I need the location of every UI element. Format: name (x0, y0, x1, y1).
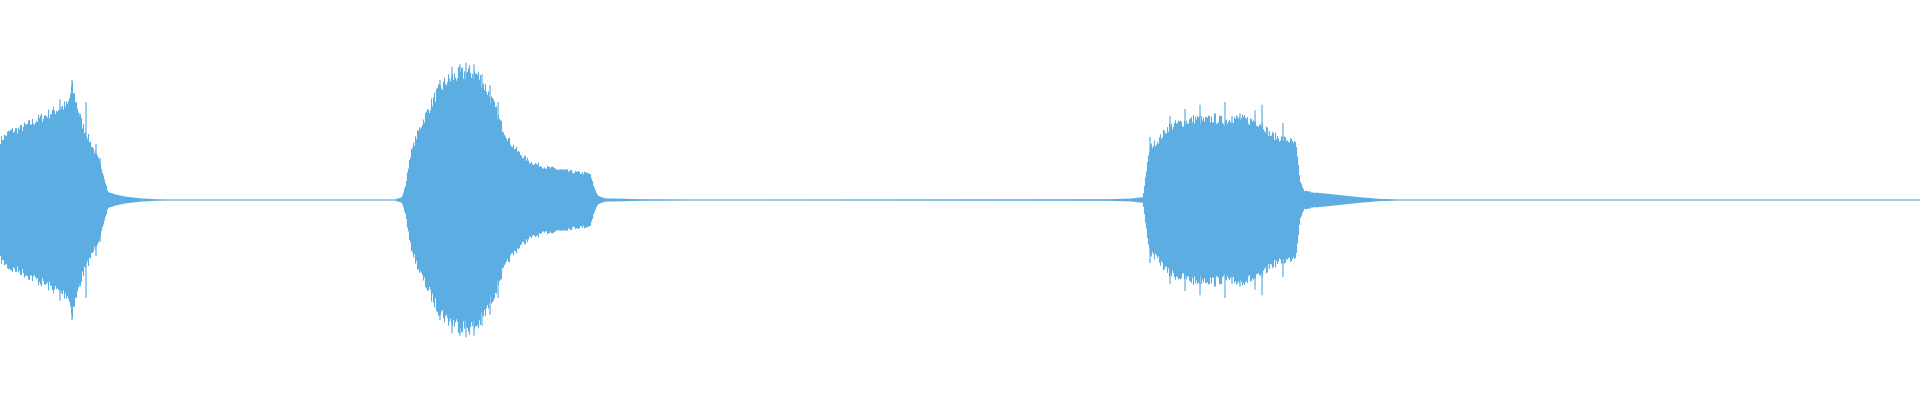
waveform-chart[interactable] (0, 0, 1920, 400)
waveform-view[interactable] (0, 0, 1920, 400)
